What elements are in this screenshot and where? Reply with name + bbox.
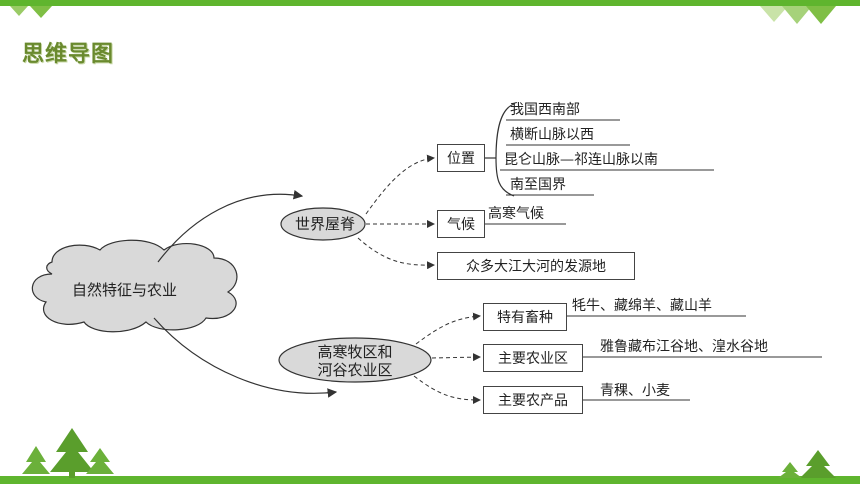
branch1-oval <box>280 207 366 241</box>
root-cloud-shape <box>31 239 238 333</box>
agri-area-value: 雅鲁藏布江谷地、湟水谷地 <box>600 339 768 355</box>
agri-area-box: 主要农业区 <box>483 344 583 372</box>
position-item-1: 我国西南部 <box>510 102 580 118</box>
position-item-3: 昆仑山脉—祁连山脉以南 <box>504 152 658 168</box>
species-box: 特有畜种 <box>483 303 567 331</box>
products-value: 青稞、小麦 <box>600 383 670 399</box>
climate-box: 气候 <box>437 210 485 238</box>
products-box: 主要农产品 <box>483 386 583 414</box>
branch2-oval <box>278 337 432 383</box>
branch2-label-line2: 河谷农业区 <box>317 361 393 379</box>
connector-root-to-branch1 <box>157 189 304 263</box>
position-item-4: 南至国界 <box>510 177 566 193</box>
top-accent-bar <box>0 0 860 6</box>
species-value: 牦牛、藏绵羊、藏山羊 <box>572 298 712 314</box>
trees-right-icon <box>778 450 836 478</box>
position-item-2: 横断山脉以西 <box>510 127 594 143</box>
bottom-accent-bar <box>0 476 860 484</box>
branch1-label: 世界屋脊 <box>295 215 356 233</box>
rivers-box: 众多大江大河的发源地 <box>437 252 635 280</box>
trees-left-icon <box>22 428 114 478</box>
top-left-triangles-decoration <box>10 6 52 18</box>
page-title: 思维导图 <box>22 42 115 67</box>
top-right-triangles-decoration <box>760 6 836 24</box>
connector-root-to-branch2 <box>153 317 338 398</box>
branch2-label-line1: 高寒牧区和 <box>317 343 393 361</box>
root-label: 自然特征与农业 <box>72 281 178 299</box>
climate-value: 高寒气候 <box>488 206 544 222</box>
position-box: 位置 <box>437 144 485 172</box>
